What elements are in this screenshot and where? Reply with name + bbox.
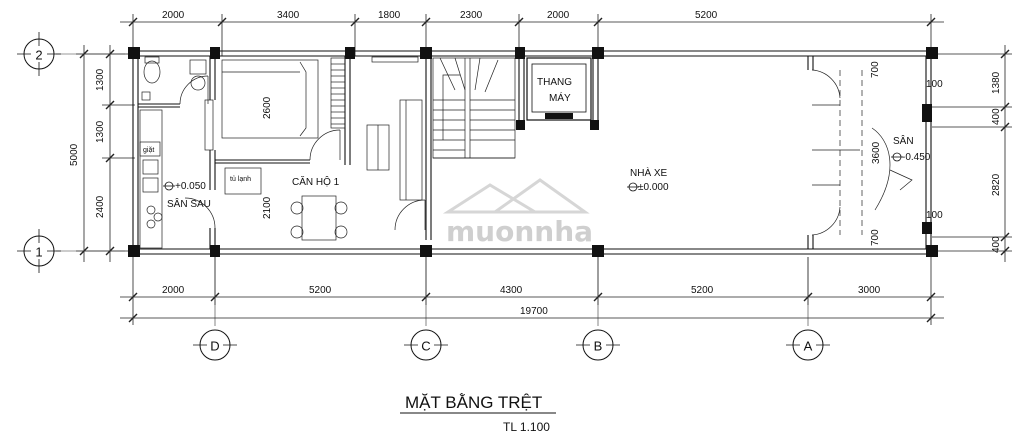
grid-bubbles	[23, 38, 824, 361]
toilet-icon	[143, 60, 161, 84]
chair-icon	[290, 201, 304, 215]
furniture	[139, 56, 423, 249]
dim-interior-700-top: 700	[870, 61, 881, 78]
dim-right-4: 400	[991, 236, 1002, 253]
dim-bottom-1: 2000	[162, 285, 185, 296]
dim-left-2: 1300	[95, 120, 106, 143]
dim-bottom-2: 5200	[309, 285, 332, 296]
staircase	[330, 57, 516, 159]
dim-top-4: 2300	[460, 10, 483, 21]
front-yard-label: SÂN	[893, 134, 914, 147]
walls	[128, 47, 938, 257]
dim-left-3: 2400	[95, 195, 106, 218]
fridge-icon	[224, 167, 262, 195]
dim-bottom-5: 3000	[858, 285, 881, 296]
grid-bubble-backgrounds	[31, 46, 816, 353]
kitchen-counter-icon	[139, 109, 163, 249]
dim-right-1: 1380	[991, 71, 1002, 94]
dim-interior-3600: 3600	[871, 141, 882, 164]
dim-interior-2100: 2100	[262, 196, 273, 219]
dining-table-icon	[301, 195, 337, 241]
dim-bottom-3: 4300	[500, 285, 523, 296]
dim-top-1: 2000	[162, 10, 185, 21]
dim-right-3: 2820	[991, 173, 1002, 196]
front-yard-level: -0.450	[902, 152, 931, 163]
rear-yard-level: +0.050	[175, 181, 206, 192]
dim-left-1: 1300	[95, 68, 106, 91]
sofa-icon	[399, 99, 423, 201]
dim-interior-100-top: 100	[926, 79, 943, 90]
rear-yard-label: SÂN SAU	[167, 197, 211, 210]
level-markers	[163, 152, 903, 192]
axis-label-a: A	[804, 339, 813, 354]
grid-axis-lines	[56, 53, 809, 326]
bed-icon	[221, 59, 319, 139]
dim-overall: 19700	[520, 306, 548, 317]
laundry-label: giặt	[143, 147, 154, 154]
dim-top-5: 2000	[547, 10, 570, 21]
axis-label-c: C	[421, 339, 430, 354]
watermark-roof-icon-2	[490, 178, 590, 214]
elevator-label-line2: MÁY	[549, 91, 571, 104]
dim-interior-100-bottom: 100	[926, 210, 943, 221]
sink-icon	[190, 75, 206, 91]
drawing-scale: TL 1.100	[503, 420, 550, 434]
garage-label: NHÀ XE	[630, 166, 668, 179]
dimension-texts: 2000 3400 1800 2300 2000 5200 2000 5200 …	[69, 10, 1002, 317]
elevator-label-line1: THANG	[537, 77, 572, 88]
dim-top-3: 1800	[378, 10, 401, 21]
axis-label-d: D	[210, 339, 219, 354]
grid-bubble-crosshairs	[17, 32, 830, 346]
dimension-lines	[76, 14, 1012, 325]
dim-interior-700-bottom: 700	[870, 229, 881, 246]
watermark: muonnha	[442, 178, 593, 248]
axis-label-2: 2	[35, 48, 42, 63]
axis-label-b: B	[594, 339, 603, 354]
washing-machine-icon	[139, 141, 161, 157]
fridge-label: tủ lạnh	[230, 175, 251, 183]
dim-top-2: 3400	[277, 10, 300, 21]
watermark-text: muonnha	[446, 215, 593, 248]
dim-bottom-4: 5200	[691, 285, 714, 296]
dim-interior-2600: 2600	[262, 96, 273, 119]
dim-right-2: 400	[991, 108, 1002, 125]
drawing-title: MẶT BẰNG TRỆT	[405, 393, 542, 412]
dim-top-6: 5200	[695, 10, 718, 21]
elevator	[526, 57, 592, 121]
garage-level: ±0.000	[638, 182, 669, 193]
dim-left-outer: 5000	[69, 143, 80, 166]
axis-label-1: 1	[35, 245, 42, 260]
doors	[179, 69, 913, 236]
apartment-label: CĂN HỘ 1	[292, 175, 340, 188]
door-swing	[179, 75, 209, 105]
watermark-roof-icon	[442, 183, 541, 214]
